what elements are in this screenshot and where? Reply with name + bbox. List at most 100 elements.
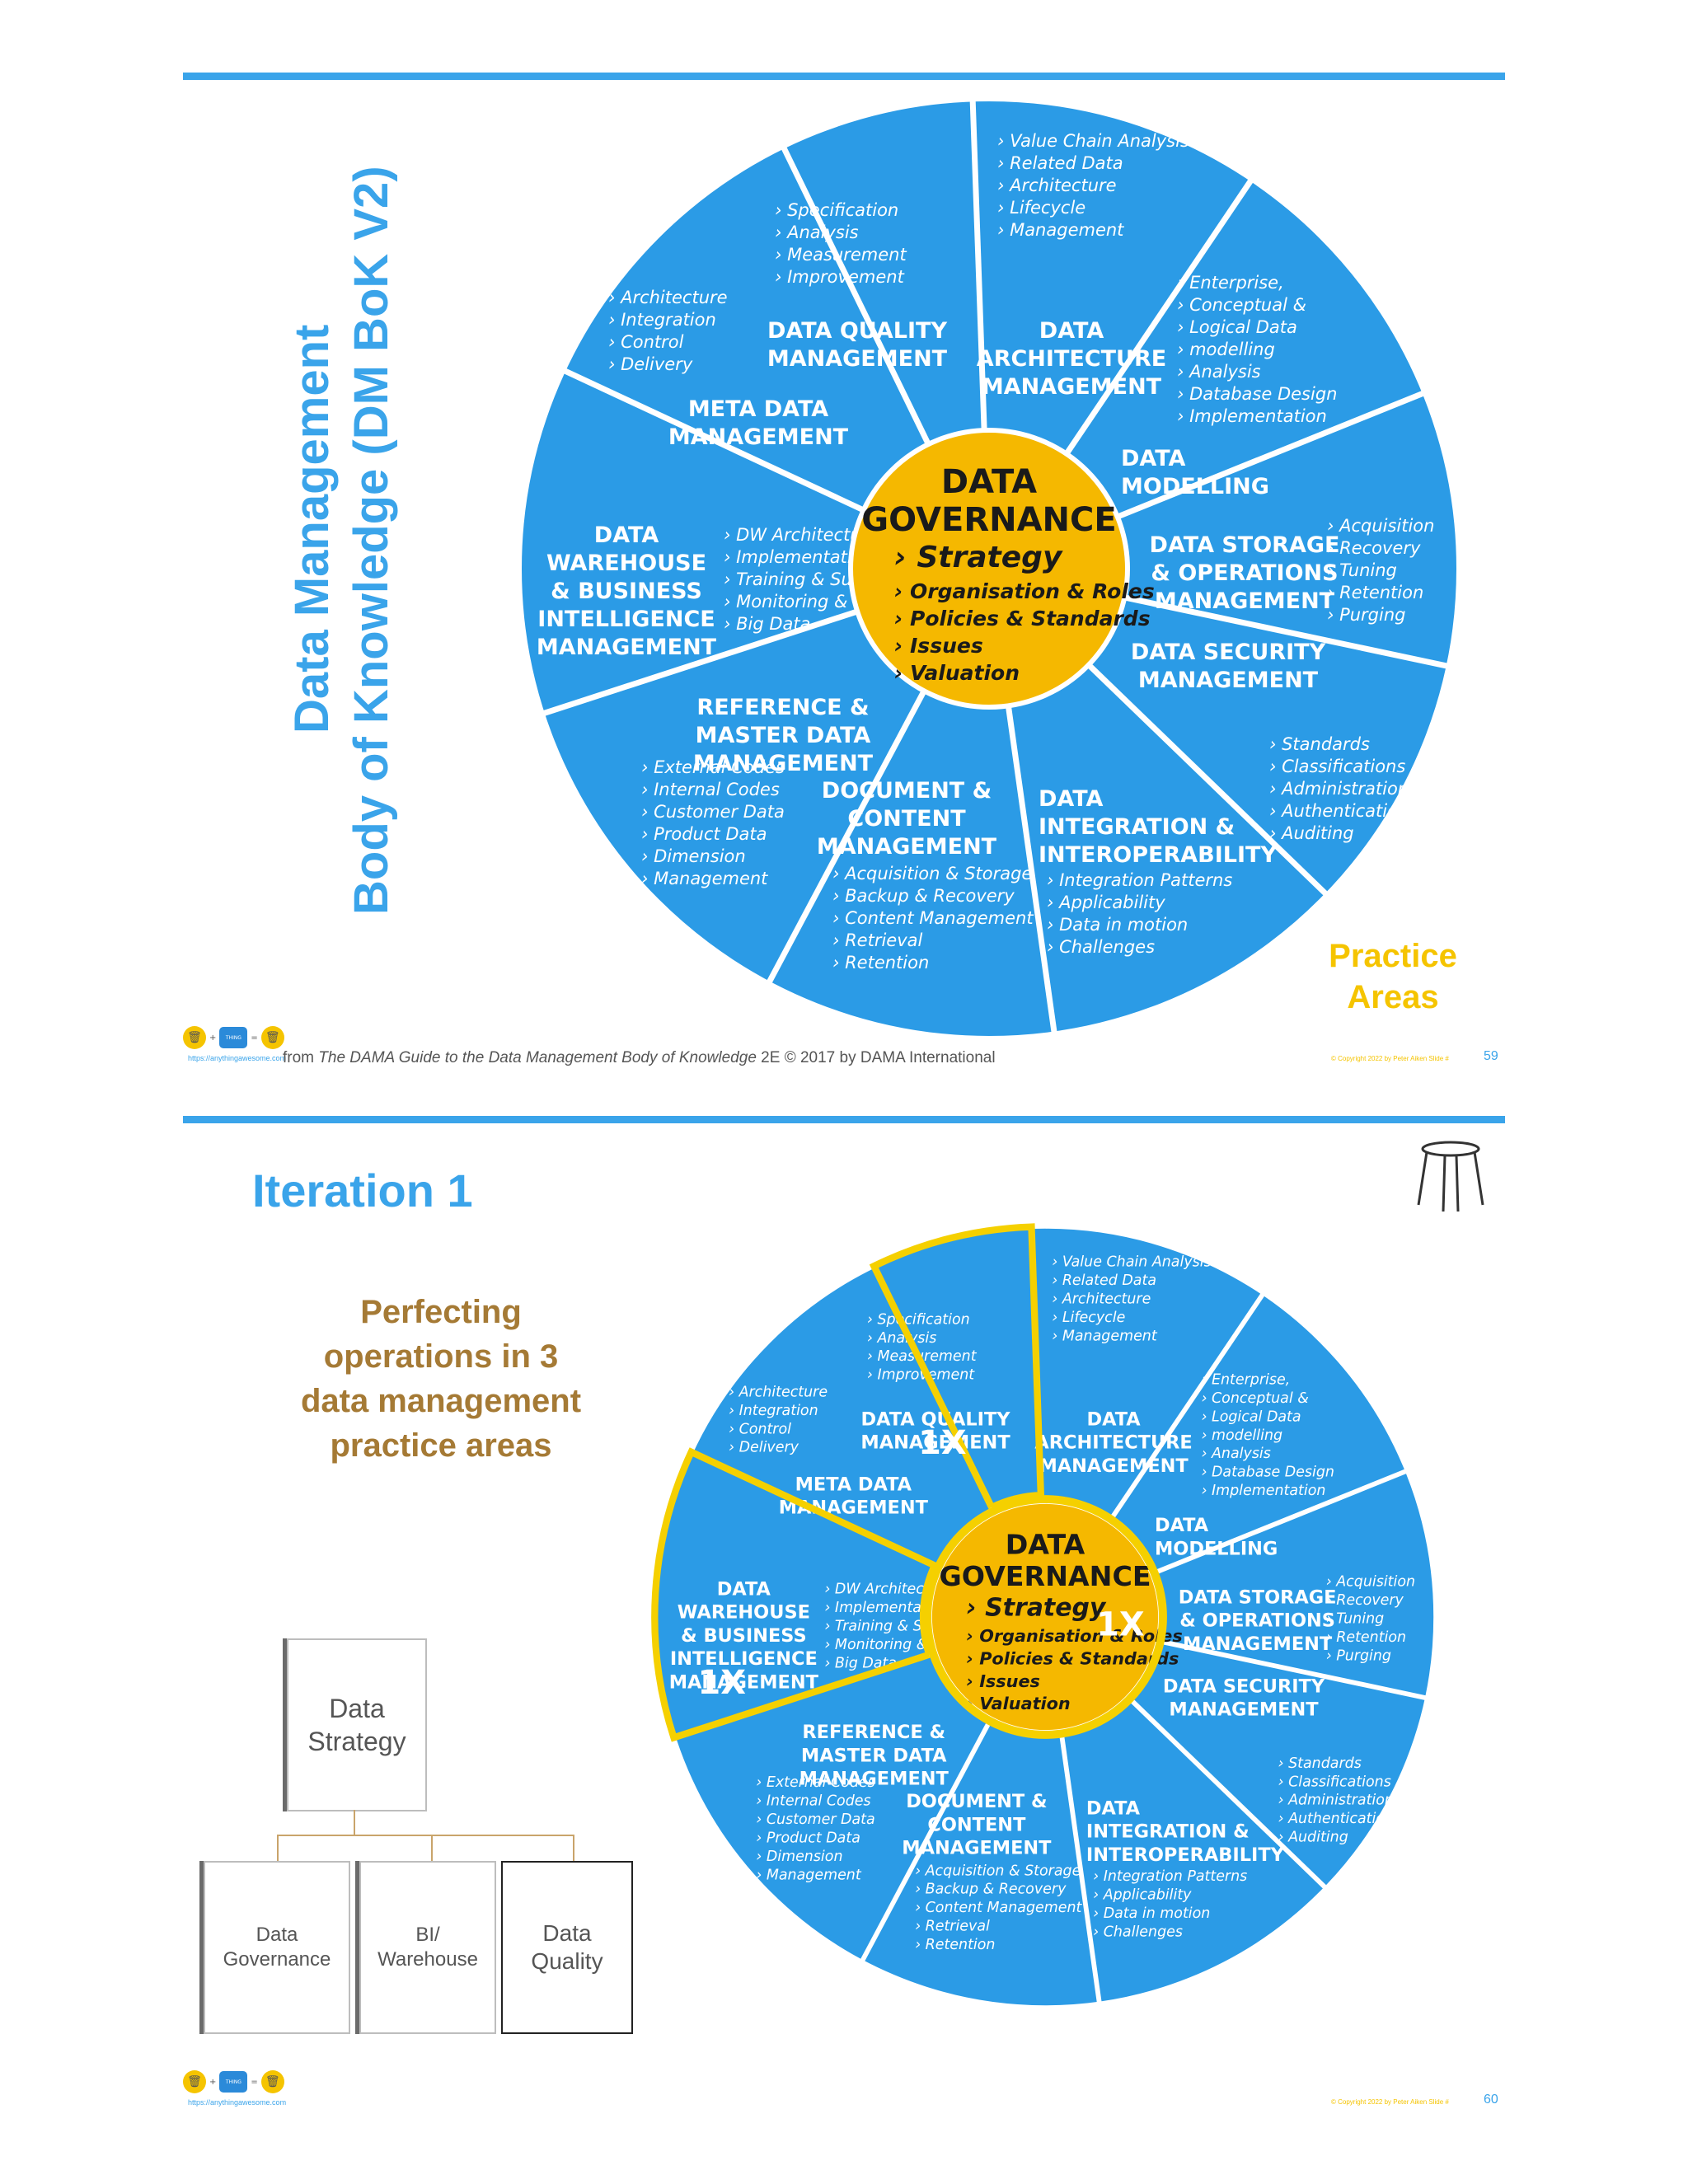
bi-warehouse-box: BI/Warehouse — [359, 1861, 496, 2034]
sector-divider — [1156, 1638, 1431, 1702]
sector-item: › Measurement — [867, 1348, 978, 1365]
iteration-marker: 1X — [1096, 1605, 1145, 1643]
sector-item: › Conceptual & — [1201, 1390, 1308, 1407]
sector-title: MANAGEMENT — [1155, 588, 1335, 614]
sector-item: › Big Data — [724, 614, 810, 634]
sector-item: › Integration Patterns — [1093, 1868, 1247, 1885]
sector-title: DATA — [1039, 318, 1104, 344]
sector-item: › Integration Patterns — [1047, 870, 1232, 890]
sector-divider — [779, 142, 931, 446]
sector-item: › Improvement — [867, 1367, 975, 1384]
tree-connector — [573, 1835, 574, 1861]
hub-item: › Valuation — [894, 661, 1020, 685]
sector-item: › Related Data — [997, 153, 1123, 173]
sector-item: › Backup & Recovery — [832, 886, 1015, 906]
sector-item: › Delivery — [729, 1440, 799, 1456]
practice-areas-label: Practice Areas — [1286, 935, 1500, 1018]
stool-icon — [1417, 1141, 1484, 1212]
sector-item: › Architecture — [608, 288, 728, 307]
site-url[interactable]: https://anythingawesome.com — [188, 2098, 287, 2107]
sector-item: › Lifecycle — [1052, 1310, 1125, 1326]
sector-item: › Challenges — [1047, 937, 1155, 957]
governance-hub — [848, 428, 1130, 710]
hub-item: › Organisation & Roles — [894, 579, 1155, 603]
hub-title: GOVERNANCE — [939, 1560, 1151, 1592]
sector-item: › Management — [756, 1867, 862, 1883]
sector-item: › Tuning — [1326, 1610, 1384, 1627]
sector-title: INTEROPERABILITY — [1086, 1844, 1285, 1866]
sector-title: INTEGRATION & — [1039, 814, 1235, 840]
sector-item: › Product Data — [641, 824, 767, 844]
sector-item: › Implementation — [1177, 406, 1327, 426]
sector-item: › Implementation — [1201, 1483, 1325, 1499]
sector-title: MANAGEMENT — [537, 635, 717, 660]
sector-item: › Enterprise, — [1177, 273, 1284, 293]
sector-title: INTEGRATION & — [1086, 1821, 1250, 1843]
sector-title: MANAGEMENT — [982, 374, 1162, 400]
sector-title: MANAGEMENT — [860, 1432, 1010, 1454]
page-number: 59 — [1484, 1049, 1498, 1063]
sector-title: MANAGEMENT — [668, 424, 849, 450]
sector-divider — [969, 96, 987, 431]
sector-title: MANAGEMENT — [1138, 668, 1319, 693]
hub-item: › Policies & Standards — [894, 607, 1151, 630]
sector-item: › Applicability — [1093, 1886, 1192, 1903]
tree-connector — [431, 1835, 433, 1861]
sector-divider — [1107, 1289, 1268, 1523]
sector-title: MANAGEMENT — [1039, 1455, 1189, 1477]
sector-item: › Database Design — [1177, 384, 1337, 404]
sector-item: › Dimension — [756, 1849, 842, 1865]
hub-item: › Issues — [894, 634, 983, 658]
sector-item: › Customer Data — [641, 802, 785, 822]
sector-item: › Integration — [729, 1403, 818, 1419]
perfecting-heading: Perfecting operations in 3 data manageme… — [280, 1290, 602, 1468]
sector-item: › Retention — [1326, 1629, 1406, 1646]
sector-item: › Data in motion — [1093, 1905, 1210, 1922]
sector-title: DATA — [1121, 446, 1186, 471]
source-citation: from The DAMA Guide to the Data Manageme… — [283, 1049, 996, 1067]
sector-divider — [1151, 1467, 1411, 1577]
sector-divider — [1116, 388, 1429, 520]
sector-item: › Logical Data — [1201, 1408, 1301, 1425]
sector-item: › Lifecycle — [997, 198, 1085, 218]
sector-title: MODELLING — [1155, 1538, 1278, 1559]
sector-item: › Internal Codes — [756, 1793, 870, 1810]
sector-title: INTELLIGENCE — [670, 1648, 818, 1670]
data-governance-line-1: Data — [256, 1924, 298, 1946]
sector-item: › Applicability — [1047, 893, 1165, 912]
sector-title: MANAGEMENT — [902, 1838, 1052, 1859]
footer-logo: 🗑+ THING= 🗑 — [183, 1026, 284, 1049]
sector-item: › Content Management — [832, 908, 1034, 928]
data-quality-line-2: Quality — [531, 1948, 603, 1974]
sector-item: › Acquisition & Storage — [915, 1863, 1081, 1879]
sector-title: DATA — [1155, 1515, 1209, 1536]
sector-item: › Value Chain Analysis — [997, 131, 1189, 151]
sector-divider — [1123, 594, 1453, 670]
sector-title: & BUSINESS — [681, 1625, 807, 1647]
hub-item: › Policies & Standards — [966, 1648, 1179, 1668]
sector-item: › Challenges — [1093, 1924, 1183, 1940]
sector-title: DATA SECURITY — [1163, 1675, 1325, 1697]
sector-item: › modelling — [1201, 1427, 1282, 1444]
source-suffix: 2E © 2017 by DAMA International — [756, 1049, 996, 1066]
sector-item: › Acquisition — [1326, 1574, 1415, 1591]
site-url[interactable]: https://anythingawesome.com — [188, 1054, 287, 1062]
sector-item: › Management — [641, 869, 768, 888]
sector-item: › Architecture — [1052, 1291, 1151, 1307]
sector-item: › Content Management — [915, 1900, 1082, 1916]
sector-item: › External Codes — [641, 757, 785, 777]
sector-item: › Internal Codes — [641, 780, 780, 799]
sector-item: › Retrieval — [832, 930, 923, 950]
